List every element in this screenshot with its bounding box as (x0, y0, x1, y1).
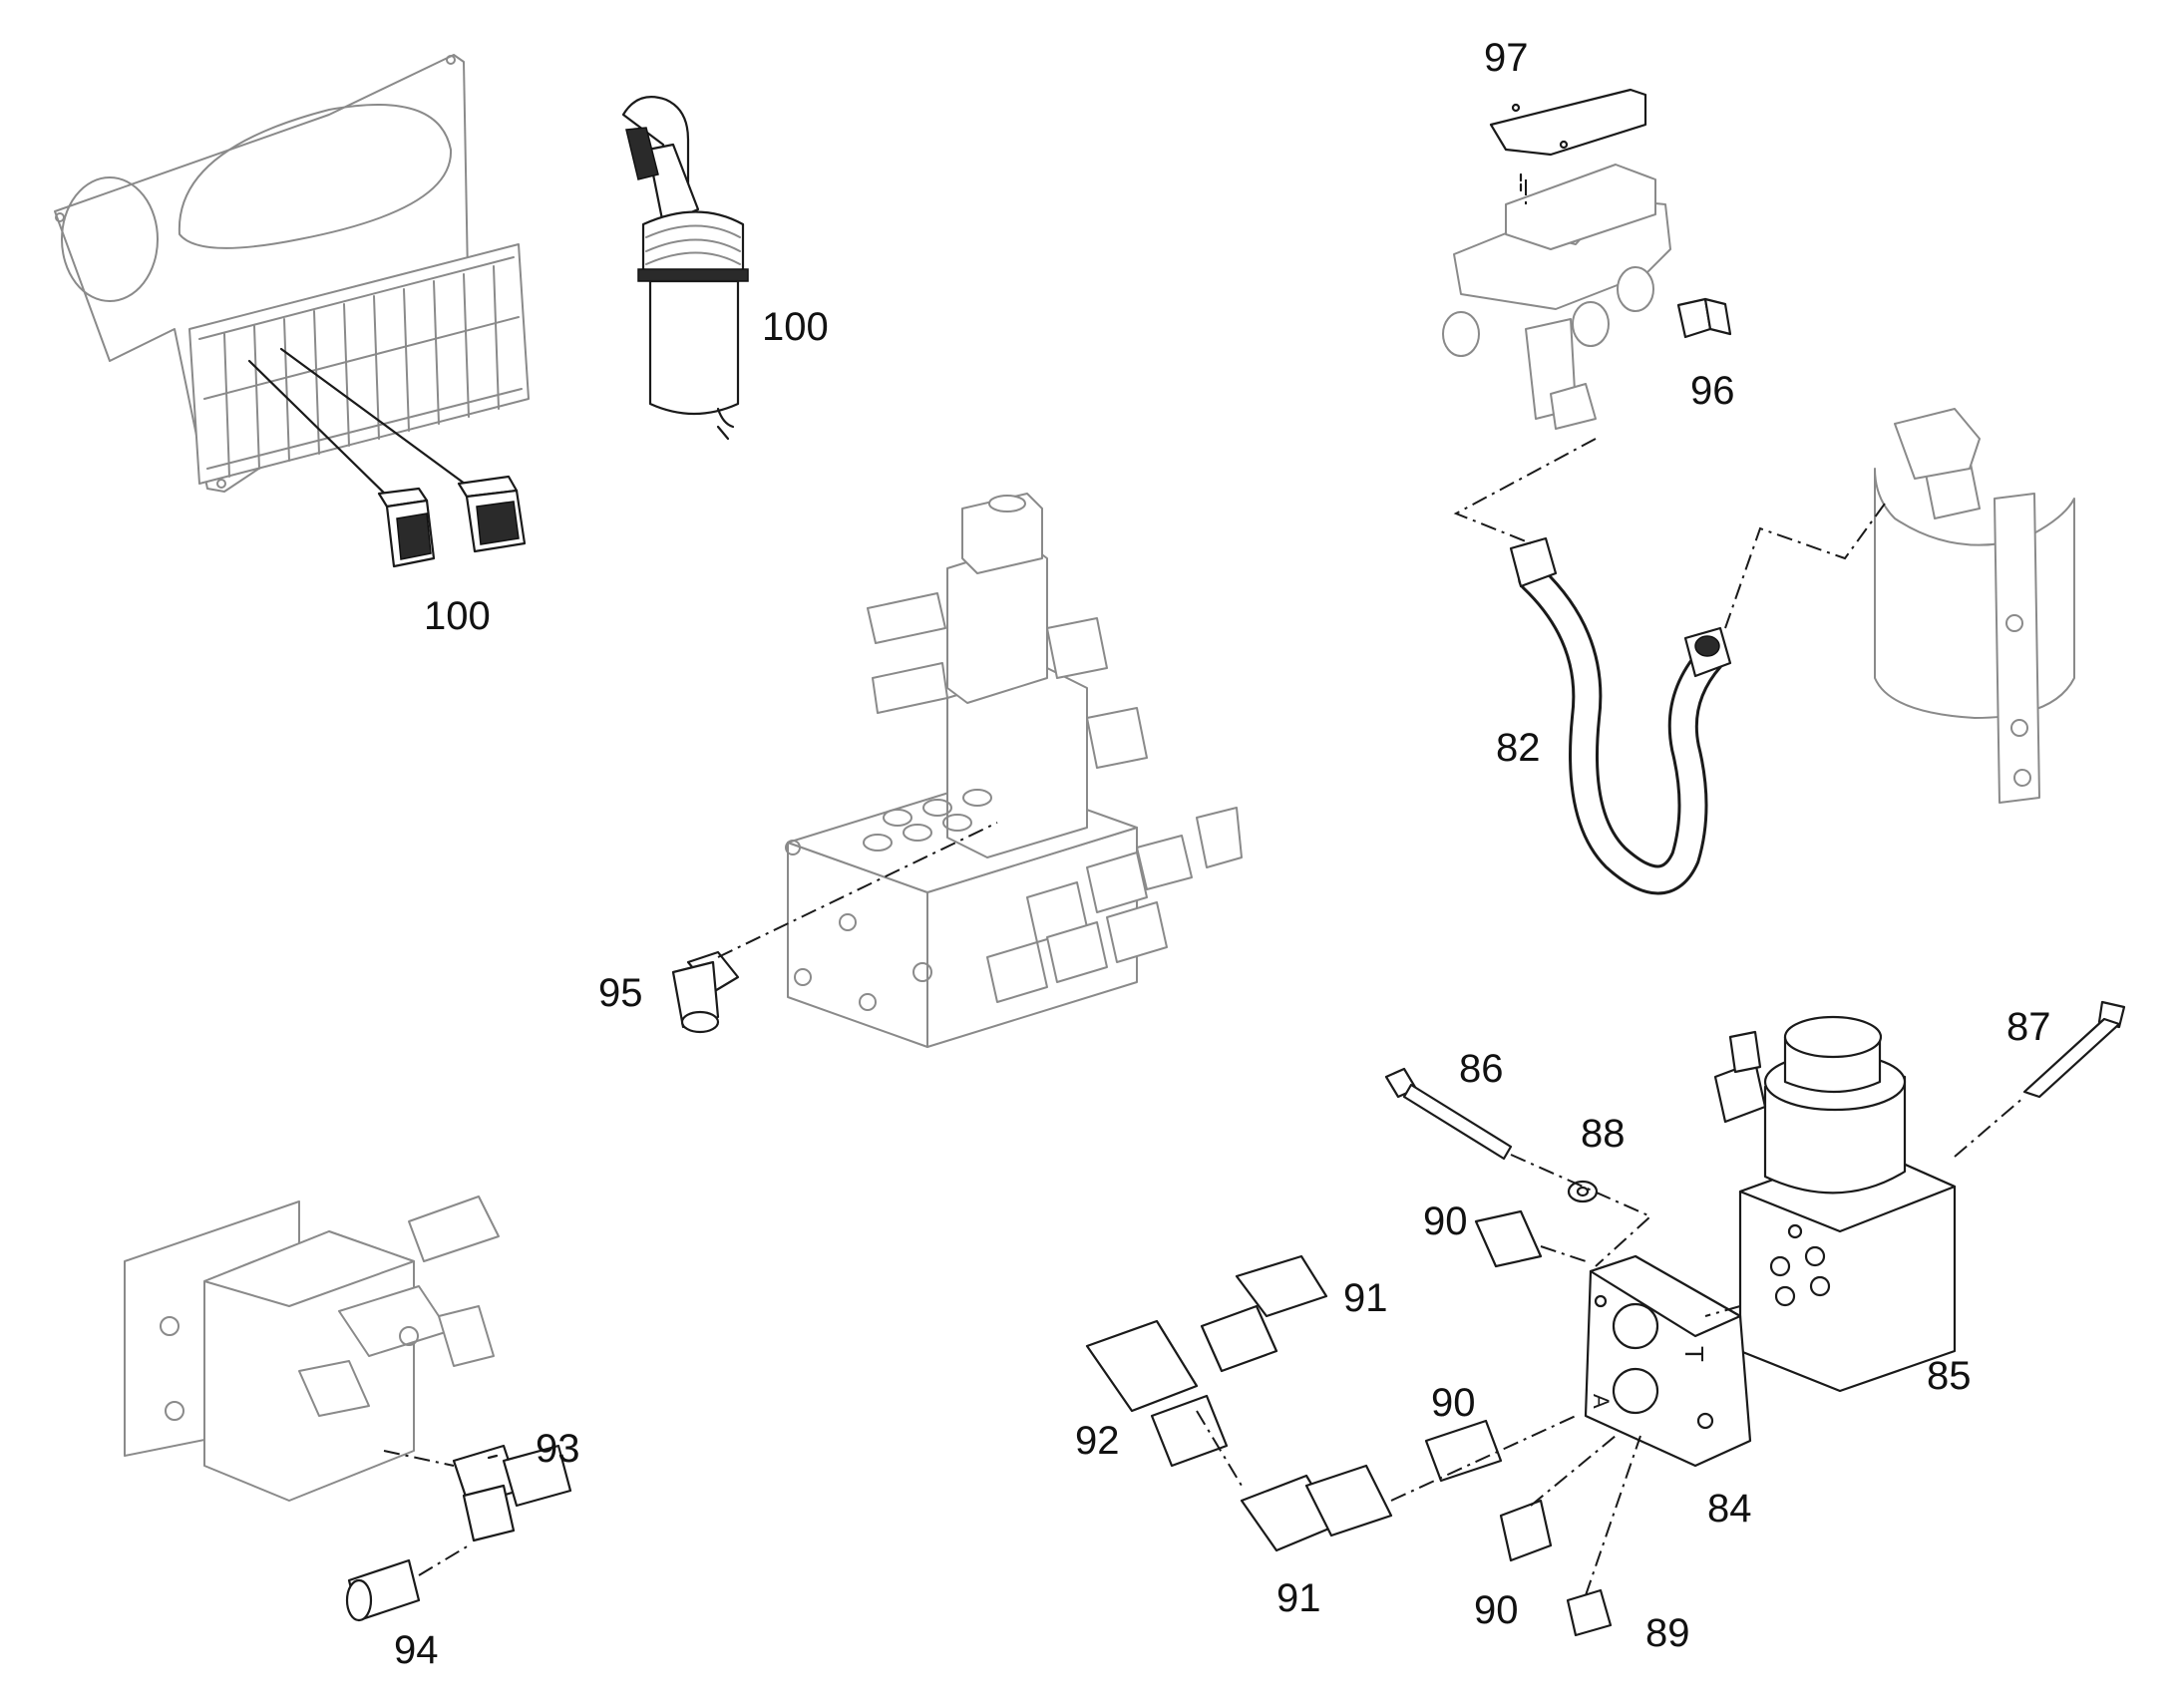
brake-valve-block (124, 1196, 500, 1502)
callout-94[interactable]: 94 (394, 1628, 439, 1672)
accumulator-cover (1489, 88, 1647, 157)
elbow-fitting-95 (671, 950, 740, 1034)
rocker-switch-left (377, 487, 436, 568)
rocker-switch-right (457, 475, 527, 553)
manifold-84 (1584, 1254, 1752, 1468)
callout-90-top[interactable]: 90 (1423, 1199, 1468, 1243)
callout-93[interactable]: 93 (536, 1427, 580, 1471)
assembly-lines (383, 179, 2025, 1596)
callout-96[interactable]: 96 (1690, 369, 1735, 413)
switch-panel (54, 54, 530, 508)
port-mark-t: T (1679, 1346, 1709, 1362)
port-mark-a: A (1589, 1394, 1614, 1409)
accumulator-bottle (1874, 408, 2075, 804)
callout-85[interactable]: 85 (1927, 1354, 1972, 1398)
callout-95[interactable]: 95 (598, 971, 643, 1015)
callout-82[interactable]: 82 (1496, 726, 1541, 770)
solenoid-coils (986, 807, 1243, 1003)
callout-90-bottom[interactable]: 90 (1474, 1588, 1519, 1632)
washer-88 (1567, 1180, 1599, 1203)
joystick (621, 96, 749, 441)
callout-91-top[interactable]: 91 (1343, 1276, 1388, 1320)
callout-89[interactable]: 89 (1645, 1611, 1690, 1655)
callout-97[interactable]: 97 (1484, 36, 1529, 80)
bolt-86 (1384, 1067, 1513, 1161)
callout-86[interactable]: 86 (1459, 1047, 1504, 1091)
callout-91-bottom[interactable]: 91 (1276, 1576, 1321, 1620)
control-valve-block (785, 493, 1243, 1048)
callout-88[interactable]: 88 (1581, 1112, 1626, 1156)
port-labels: T A (1589, 1346, 1709, 1409)
callout-87[interactable]: 87 (2006, 1005, 2051, 1049)
adapter-94 (345, 1558, 421, 1622)
callout-100-joystick[interactable]: 100 (762, 305, 829, 349)
callout-84[interactable]: 84 (1707, 1487, 1752, 1531)
solenoid-valve-85 (1713, 1015, 1957, 1393)
hydraulic-hose-82 (1509, 536, 1732, 895)
callout-92[interactable]: 92 (1075, 1419, 1120, 1463)
callout-100-switches[interactable]: 100 (424, 594, 491, 638)
bolt-87 (2022, 1000, 2126, 1099)
valve-ports (785, 789, 992, 1011)
tee-fitting-93 (452, 1444, 572, 1542)
callout-90-mid[interactable]: 90 (1431, 1381, 1476, 1425)
accumulator-valve (1442, 164, 1671, 430)
elbow-fitting-96 (1676, 297, 1732, 339)
fittings-90-91-92 (1085, 1209, 1613, 1637)
